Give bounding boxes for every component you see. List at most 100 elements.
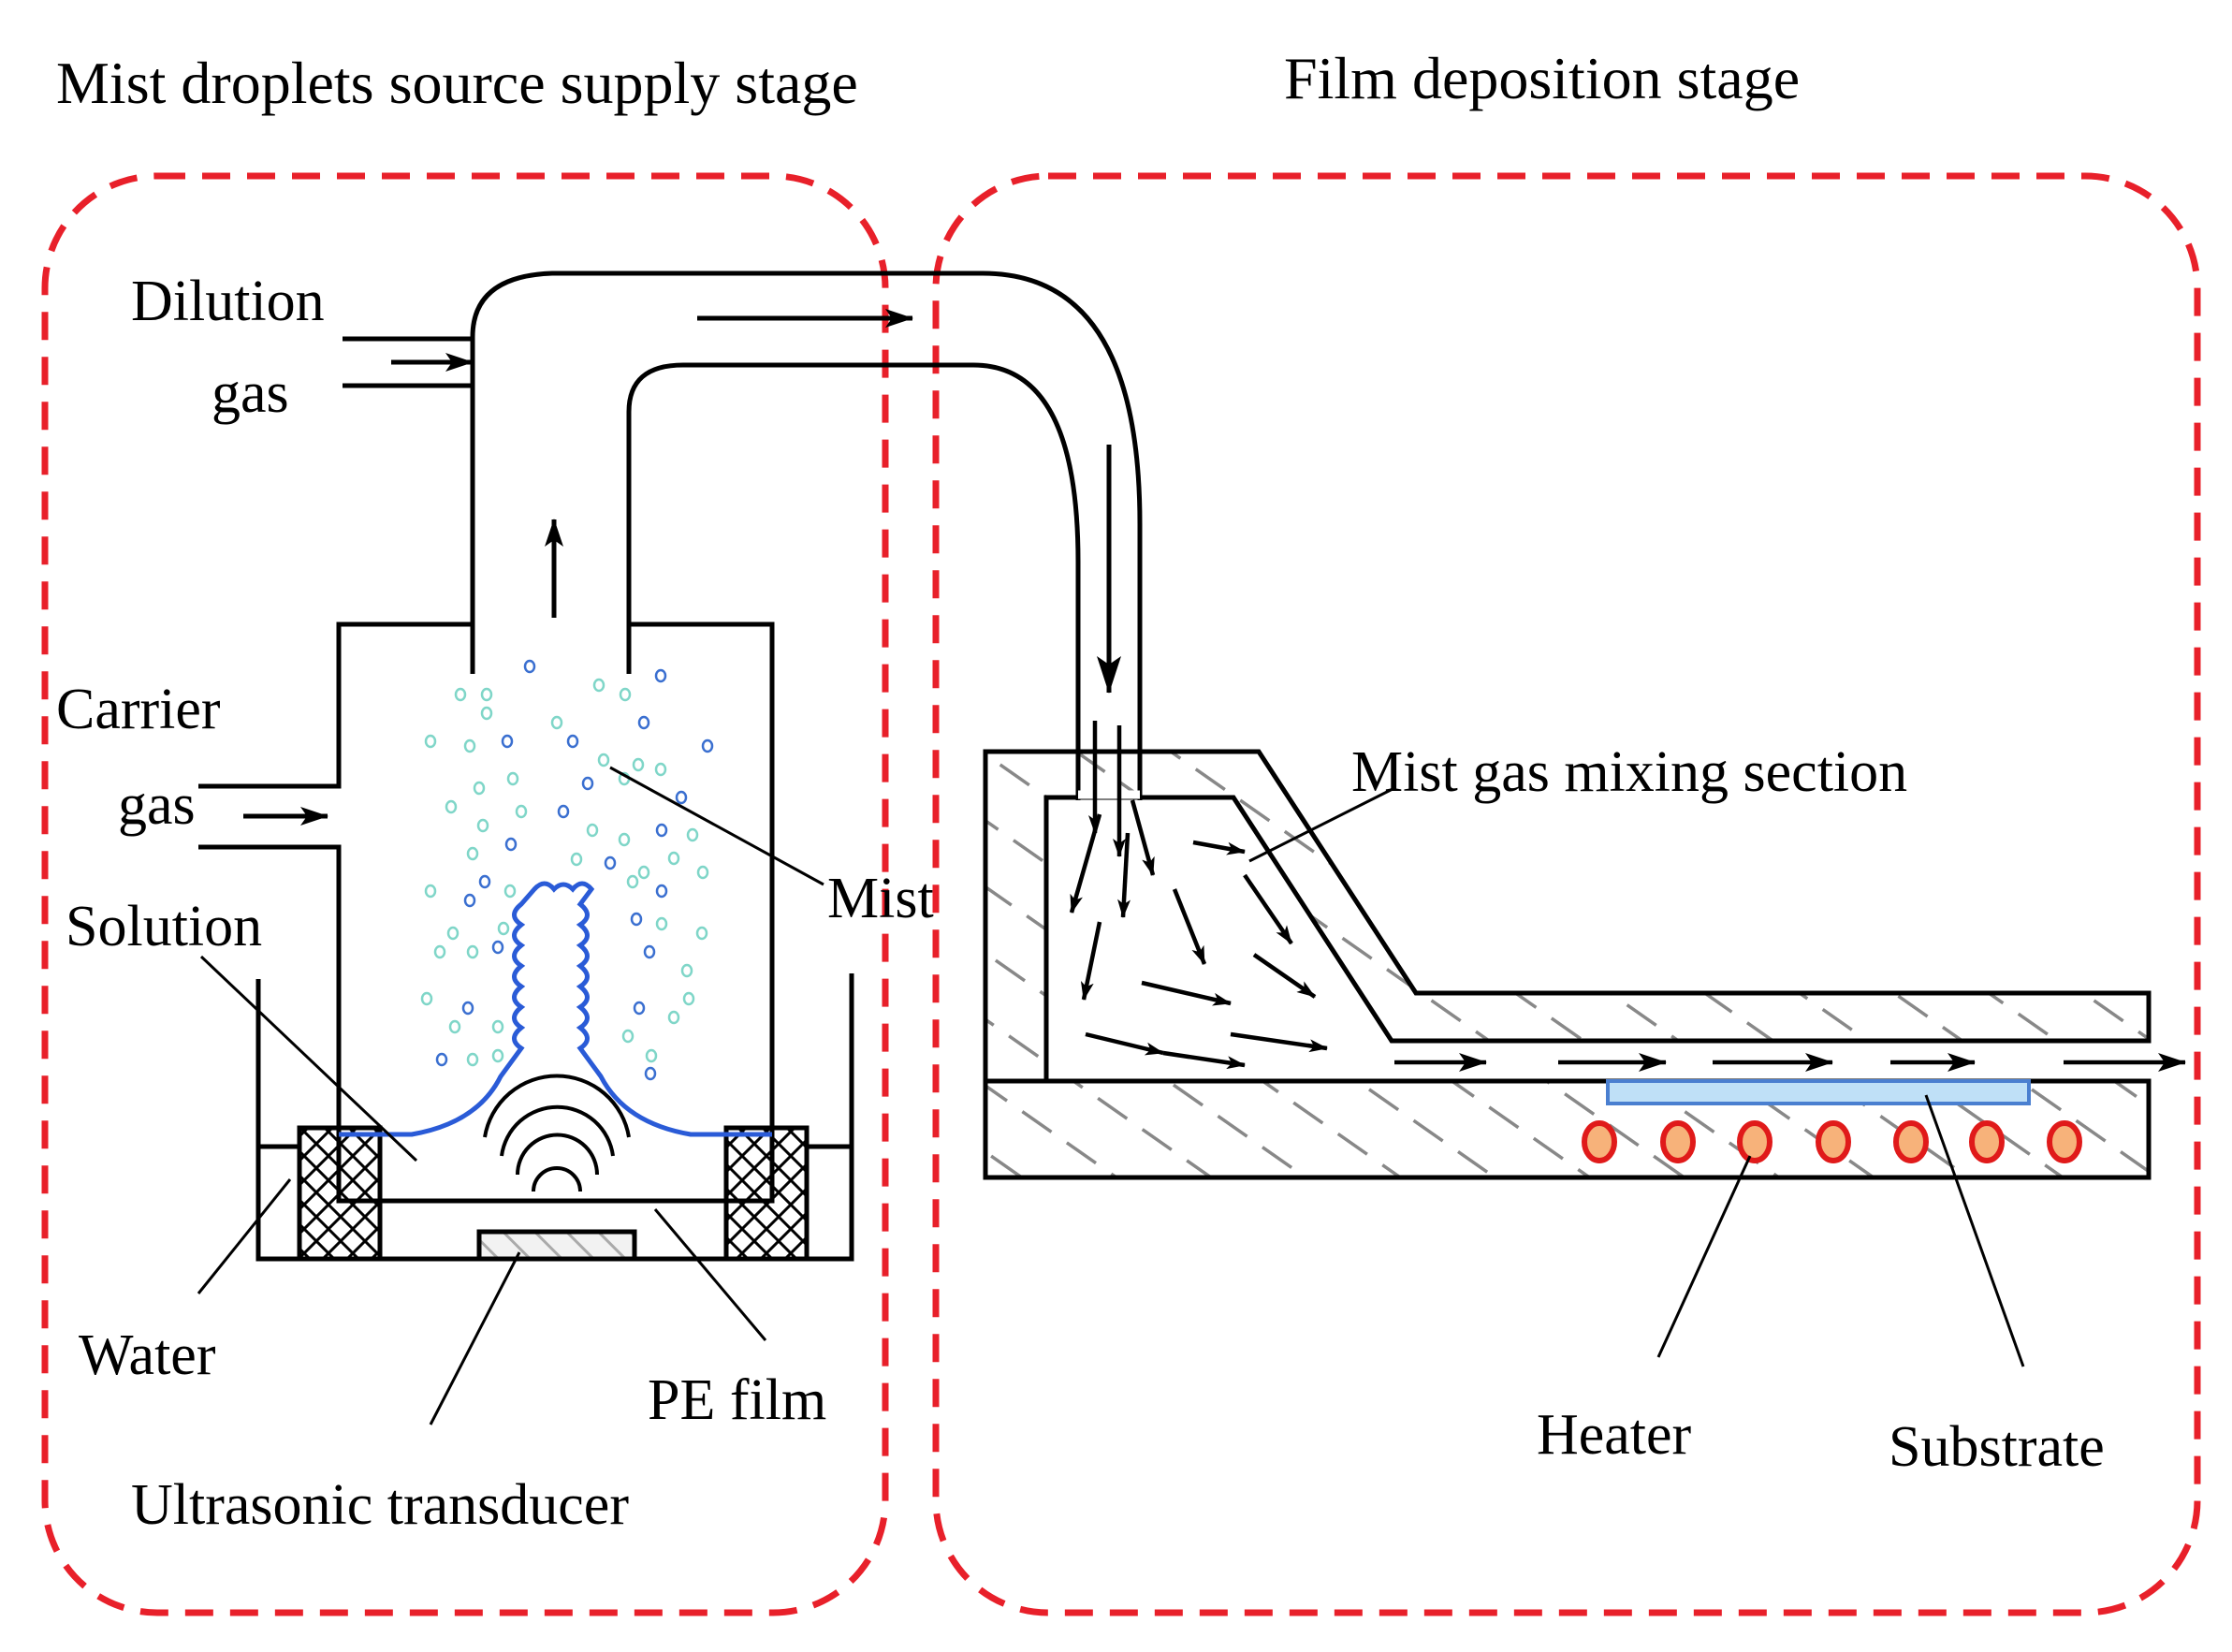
dilution-gas-label: gas: [212, 361, 289, 425]
leader-lines: [197, 766, 2025, 1425]
droplet: [454, 687, 467, 702]
droplet: [570, 852, 583, 867]
droplet: [473, 781, 486, 796]
droplet: [420, 991, 433, 1006]
droplet: [491, 1048, 504, 1063]
heater-coil: [1893, 1120, 1929, 1163]
droplet: [424, 734, 437, 749]
mist-label: Mist: [827, 867, 934, 930]
source-stage-title: Mist droplets source supply stage: [56, 50, 858, 116]
pe-film-label: PE film: [648, 1368, 826, 1432]
droplet: [626, 874, 639, 889]
deposition-stage-border: [932, 172, 2201, 1616]
droplet: [643, 944, 656, 959]
droplet: [497, 921, 510, 936]
droplet: [604, 855, 617, 870]
mist-source-apparatus: [198, 270, 938, 1262]
droplet: [633, 1001, 646, 1016]
droplet: [448, 1019, 461, 1034]
deposition-stage-title: Film deposition stage: [1284, 45, 1800, 111]
substrate: [1606, 1079, 2031, 1105]
droplet: [466, 944, 479, 959]
mixing-section-label: Mist gas mixing section: [1351, 740, 1907, 804]
holder-right: [723, 1125, 810, 1262]
droplet: [667, 1010, 680, 1025]
droplet: [466, 1052, 479, 1067]
droplet: [696, 865, 709, 880]
droplet: [476, 818, 489, 833]
water-label: Water: [79, 1323, 216, 1387]
mist-droplets: [420, 659, 714, 1081]
heater-coil: [1582, 1120, 1617, 1163]
droplet: [592, 678, 605, 693]
droplet: [480, 687, 493, 702]
substrate-label: Substrate: [1889, 1415, 2105, 1479]
solution-label: Solution: [66, 895, 262, 958]
droplet: [463, 738, 476, 753]
droplet: [655, 916, 668, 931]
mist-vessel: [198, 621, 775, 1204]
droplet: [557, 804, 570, 819]
heater-label: Heater: [1537, 1403, 1692, 1467]
droplet: [654, 668, 667, 683]
ultrasonic-transducer: [476, 1229, 637, 1262]
droplet: [433, 944, 446, 959]
droplet: [581, 776, 594, 791]
droplet: [637, 715, 650, 730]
droplet: [435, 1052, 448, 1067]
droplet: [597, 753, 610, 768]
droplet: [463, 893, 476, 908]
flow-arrows-right: [1069, 445, 2186, 1072]
droplet: [466, 846, 479, 861]
heater-coil: [1969, 1120, 2005, 1163]
droplet: [680, 963, 693, 978]
droplet: [630, 912, 643, 927]
droplet: [550, 715, 563, 730]
droplet: [644, 1066, 657, 1081]
solution-surface: [339, 881, 772, 1137]
droplet: [478, 874, 491, 889]
droplet: [566, 734, 579, 749]
droplet: [701, 738, 714, 753]
droplet: [637, 865, 650, 880]
droplet: [632, 757, 645, 772]
carrier-gas-label: gas: [118, 773, 196, 837]
source-stage-border: [41, 172, 889, 1616]
droplet: [515, 804, 528, 819]
transfer-tube: [938, 270, 1143, 800]
dilution-label: Dilution: [131, 270, 325, 333]
carrier-label: Carrier: [56, 678, 221, 741]
ultrasonic-waves: [483, 1074, 631, 1192]
heater-coil: [1737, 1120, 1772, 1163]
droplet: [675, 790, 688, 805]
droplet: [491, 940, 504, 955]
droplet: [461, 1001, 474, 1016]
droplet: [424, 884, 437, 899]
droplet: [655, 823, 668, 838]
droplet: [446, 926, 460, 941]
droplet: [480, 706, 493, 721]
mist-riser-tube: [470, 270, 938, 674]
droplet: [491, 1019, 504, 1034]
flow-arrows-left: [243, 309, 913, 826]
droplet: [655, 884, 668, 899]
heater-coil: [1816, 1120, 1851, 1163]
droplet: [506, 771, 519, 786]
droplet: [523, 659, 536, 674]
heater-coil: [2047, 1120, 2082, 1163]
droplet: [686, 827, 699, 842]
droplet: [619, 687, 632, 702]
droplet: [503, 884, 517, 899]
droplet: [695, 926, 708, 941]
droplet: [682, 991, 695, 1006]
droplet: [586, 823, 599, 838]
ultrasonic-transducer-label: Ultrasonic transducer: [131, 1473, 629, 1537]
heater-coils: [1582, 1120, 2082, 1163]
droplet: [501, 734, 514, 749]
droplet: [445, 799, 458, 814]
droplet: [654, 762, 667, 777]
droplet: [667, 851, 680, 866]
heater-coil: [1660, 1120, 1696, 1163]
droplet: [504, 837, 518, 852]
